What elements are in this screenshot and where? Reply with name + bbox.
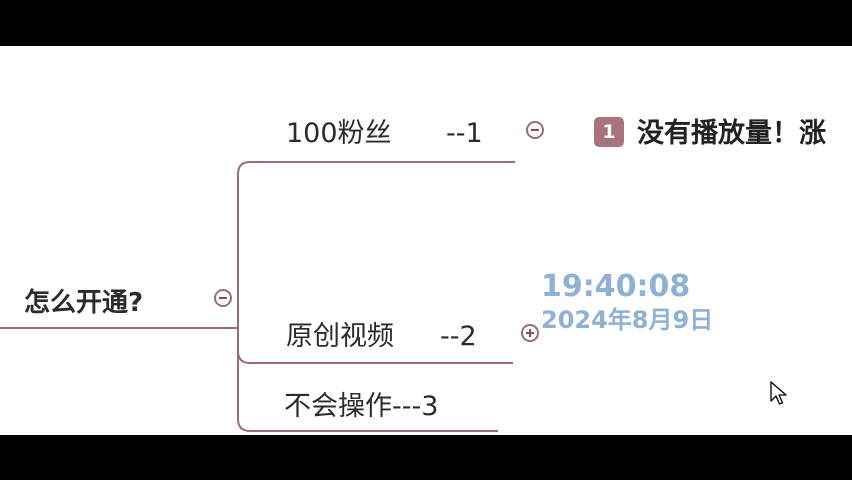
clock-time: 19:40:08	[541, 269, 691, 304]
letterbox-top	[0, 0, 852, 46]
mindmap-canvas[interactable]: 100粉丝 --1 1 没有播放量！涨 怎么开通? 原创视频 --2 不会操作-…	[0, 46, 852, 435]
collapse-icon[interactable]	[526, 121, 544, 139]
priority-badge: 1	[594, 117, 624, 147]
connector-lines	[0, 161, 515, 432]
letterbox-bottom	[0, 435, 852, 480]
branch-100-fans-suffix: --1	[446, 118, 483, 149]
branch-original-video-label[interactable]: 原创视频	[286, 321, 394, 352]
collapse-icon[interactable]	[214, 289, 232, 307]
mouse-cursor-icon	[770, 381, 787, 405]
branch-100-fans-label[interactable]: 100粉丝	[286, 118, 392, 149]
branch-cannot-operate-label[interactable]: 不会操作---3	[284, 391, 439, 422]
branch-original-video-suffix: --2	[440, 321, 477, 352]
topic-no-views-label[interactable]: 没有播放量！涨	[637, 118, 826, 149]
root-node-label[interactable]: 怎么开通?	[24, 288, 144, 318]
clock-date: 2024年8月9日	[541, 306, 714, 334]
expand-icon[interactable]	[521, 324, 539, 342]
